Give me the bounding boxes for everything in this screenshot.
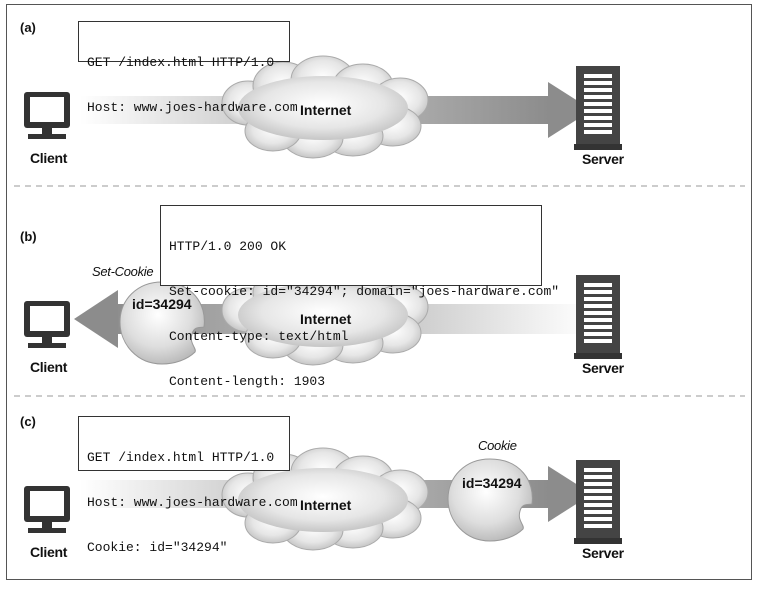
http-response-box: HTTP/1.0 200 OK Set-cookie: id="34294"; … [160,205,559,434]
internet-label: Internet [300,311,352,327]
panel-label: (b) [20,229,37,244]
client-computer-icon [24,301,70,348]
client-label: Client [30,150,68,166]
response-arrow-head [74,290,118,348]
message-line: Content-type: text/html [169,329,349,344]
client-label: Client [30,359,68,375]
client-computer-icon [24,92,70,139]
server-label: Server [582,151,624,167]
cookie-icon [447,458,533,542]
message-line: HTTP/1.0 200 OK [169,239,287,254]
figure-frame [6,4,752,580]
message-line: Cookie: id="34294" [87,540,228,555]
panel-c [24,447,622,551]
panel-label: (c) [20,414,36,429]
message-line: Host: www.joes-hardware.com [87,495,298,510]
http-request-box: GET /index.html HTTP/1.0 Host: www.joes-… [78,21,298,115]
cookie-caption: Cookie [478,438,517,453]
server-icon [574,66,622,150]
cookie-caption: Set-Cookie [92,264,154,279]
request-arrow-head [548,466,592,522]
http-request-box: GET /index.html HTTP/1.0 Host: www.joes-… [78,416,298,555]
panel-b [24,262,622,366]
client-computer-icon [24,486,70,533]
panel-label: (a) [20,20,36,35]
server-label: Server [582,360,624,376]
cookie-value: id=34294 [132,296,192,312]
cookie-value: id=34294 [462,475,522,491]
message-line: Host: www.joes-hardware.com [87,100,298,115]
message-line: Set-cookie: id="34294"; domain="joes-har… [169,284,560,299]
server-label: Server [582,545,624,561]
internet-label: Internet [300,497,352,513]
server-icon [574,275,622,359]
request-arrow-head [548,82,592,138]
internet-label: Internet [300,102,352,118]
message-line: Content-length: 1903 [169,374,326,389]
server-icon [574,460,622,544]
message-line: GET /index.html HTTP/1.0 [87,450,275,465]
message-line: GET /index.html HTTP/1.0 [87,55,275,70]
panel-a [24,55,622,159]
client-label: Client [30,544,68,560]
